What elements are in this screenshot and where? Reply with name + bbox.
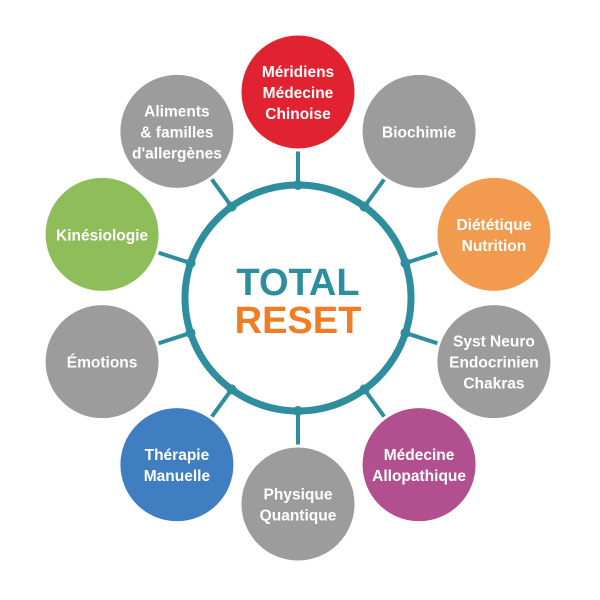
discipline-node-label: Chakras [463,376,524,393]
ring-joint [293,406,303,416]
ring-joint [359,201,370,212]
discipline-node-label: Thérapie [145,447,210,464]
discipline-node-circle [42,302,162,422]
discipline-node-label: Nutrition [462,238,527,255]
discipline-node-label: Endocrinien [449,355,539,372]
discipline-node-label: Diététique [456,217,531,234]
node-layer: MéridiensMédecineChinoiseBiochimieDiétét… [42,32,554,564]
discipline-node-circle [117,71,237,191]
discipline-node-label: Émotions [67,355,138,372]
discipline-node-circle [434,302,554,422]
discipline-node-label: Quantique [260,508,337,525]
discipline-node-label: Médecine [384,447,455,464]
ring-joint [185,258,196,269]
ring-joint [359,384,370,395]
discipline-node: Émotions [42,302,162,422]
discipline-node-label: Syst Neuro [453,334,535,351]
discipline-node-circle [434,174,554,294]
discipline-node-label: Médecine [263,85,334,102]
discipline-node-label: Manuelle [144,468,211,485]
discipline-node: Aliments & familles d'allergènes [117,71,237,191]
ring-joint [400,327,411,338]
discipline-node-label: Aliments [144,103,209,120]
ring-joint [226,384,237,395]
discipline-node-label: Physique [264,487,333,504]
center-title-total: TOTAL [236,262,359,304]
ring-joint [226,201,237,212]
ring-joint [400,258,411,269]
discipline-node: Biochimie [359,71,479,191]
discipline-node-label: Kinésiologie [56,227,149,244]
discipline-node-circle [359,405,479,525]
discipline-node-label: Méridiens [262,64,334,81]
discipline-node-label: Allopathique [372,468,466,485]
discipline-node-circle [238,32,358,152]
discipline-node-circle [42,174,162,294]
ring-joint [185,327,196,338]
joint-layer [185,180,411,416]
discipline-node: Kinésiologie [42,174,162,294]
discipline-node-label: Chinoise [265,106,331,123]
discipline-node-label: & familles [140,124,213,141]
discipline-node-label: Biochimie [382,124,456,141]
discipline-node-circle [359,71,479,191]
ring-joint [293,180,303,190]
discipline-node-label: d'allergènes [132,145,222,162]
center-title-reset: RESET [235,300,362,342]
discipline-node-circle [117,405,237,525]
discipline-node-circle [238,444,358,564]
